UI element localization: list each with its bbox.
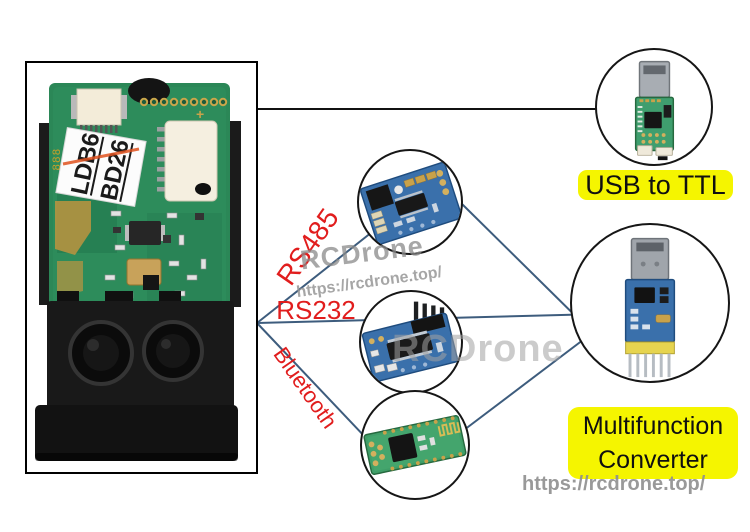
module-chip — [386, 333, 433, 360]
module-chip — [634, 287, 655, 303]
plus-silk-text: + — [196, 106, 204, 122]
module-chip — [644, 111, 662, 129]
copper-pours — [55, 201, 91, 297]
laser-sensor-frame: + LDB6 BD26 — [25, 61, 258, 474]
header-pins — [628, 353, 671, 378]
silk-888: 888 — [51, 148, 63, 171]
callout-circle-rs485 — [357, 149, 463, 255]
module-transformer — [365, 184, 394, 211]
watermark-brand-low: RCDrone — [392, 328, 564, 370]
sensor-base — [35, 405, 238, 461]
rs485-module-photo — [359, 161, 461, 245]
watermark-url-bottom: https://rcdrone.top/ — [522, 473, 706, 495]
callout-circle-rs232 — [359, 290, 463, 394]
usb-ttl-module-photo — [634, 60, 675, 161]
ffc-connector — [71, 88, 127, 133]
pin-hole-row — [139, 97, 228, 107]
callout-circle-multifunction-converter — [570, 223, 730, 383]
sensor-components — [104, 210, 207, 299]
callout-label-usb-ttl: USB to TTL — [578, 170, 733, 200]
multifunction-text-line2: Converter — [598, 445, 708, 474]
rs232-module-photo — [361, 301, 459, 383]
callout-circle-usb-ttl — [595, 48, 713, 166]
module-chip — [388, 433, 418, 463]
pin-header — [625, 341, 675, 355]
usb-ttl-text: USB to TTL — [585, 170, 726, 200]
sensor-buzzer — [128, 78, 170, 104]
module-chip — [394, 193, 428, 216]
callout-label-multifunction-converter: Multifunction Converter — [568, 407, 738, 479]
laser-distance-sensor-photo: + LDB6 BD26 — [35, 78, 241, 461]
label-rs232: RS232 — [276, 295, 356, 325]
svg-text:888: 888 — [51, 148, 63, 171]
callout-circle-bluetooth — [360, 390, 470, 500]
antenna-trace — [437, 421, 461, 437]
lens-housing — [47, 291, 234, 409]
laser-connector — [157, 120, 218, 202]
label-strike-line — [62, 147, 140, 166]
multifunction-converter-photo — [624, 237, 676, 378]
multifunction-text-line1: Multifunction — [582, 411, 724, 440]
bluetooth-module-photo — [363, 415, 467, 475]
